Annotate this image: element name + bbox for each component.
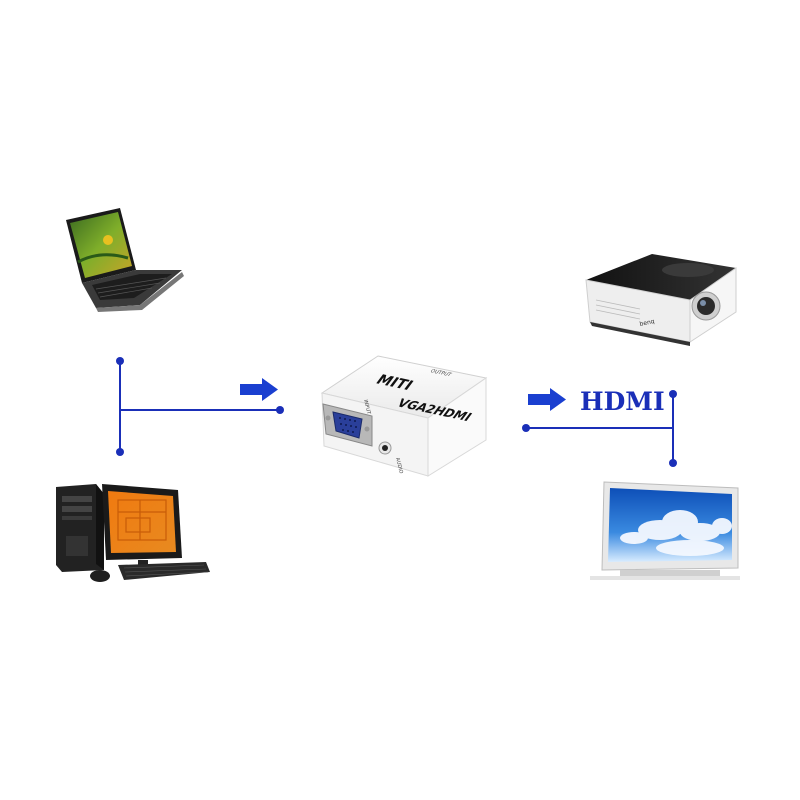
connector-dot: [669, 459, 677, 467]
right-connector: [522, 390, 677, 467]
laptop-icon: [66, 208, 184, 312]
connector-dot: [116, 448, 124, 456]
hdmi-monitor-icon: [590, 481, 740, 580]
left-connector: [116, 357, 284, 456]
projector-brand-label: benq: [639, 318, 655, 328]
input-label: INPUT: [362, 399, 372, 416]
connector-dot: [276, 406, 284, 414]
right-arrow-icon: [528, 388, 566, 411]
vga-port-icon: [322, 403, 373, 447]
vga-to-hdmi-converter-icon: MITI VGA2HDMI OUTPUT INPUT AUDIO: [320, 355, 488, 477]
hdmi-label: HDMI: [580, 387, 665, 416]
connector-dot: [116, 357, 124, 365]
audio-jack-icon: [378, 441, 392, 455]
audio-label: AUDIO: [394, 457, 404, 474]
projector-icon: benq: [585, 254, 737, 346]
connector-dot: [669, 390, 677, 398]
brand-label: MITI: [372, 372, 416, 393]
desktop-computer-icon: [56, 484, 210, 582]
connector-dot: [522, 424, 530, 432]
output-label: OUTPUT: [429, 369, 453, 378]
right-arrow-icon: [240, 378, 278, 401]
